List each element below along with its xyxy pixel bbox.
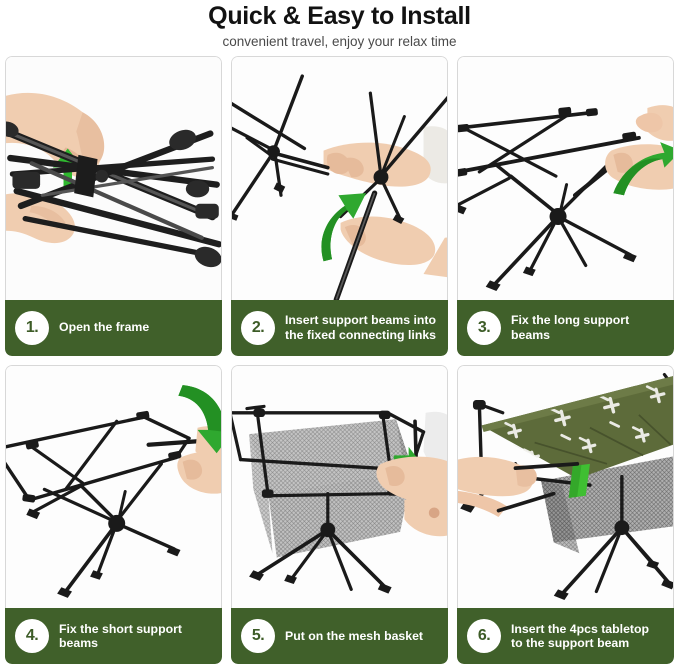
green-arrow-2 [321, 193, 367, 262]
step-caption-1: 1. Open the frame [5, 299, 222, 356]
step-badge-2: 2. [241, 310, 275, 345]
step-photo-4 [5, 364, 222, 608]
step-caption-text-4: Fix the short support beams [59, 621, 182, 651]
step-card-3: 3. Fix the long support beams [457, 56, 674, 356]
page-title: Quick & Easy to Install [208, 2, 471, 30]
step-caption-text-5: Put on the mesh basket [285, 628, 424, 643]
step-badge-6: 6. [467, 619, 501, 653]
green-clip [568, 463, 590, 498]
step-card-5: 5. Put on the mesh basket [231, 364, 448, 664]
green-arrow-4 [178, 384, 221, 453]
step-caption-text-3: Fix the long support beams [511, 313, 630, 342]
step-photo-3 [457, 56, 674, 300]
step-photo-5 [231, 364, 448, 608]
green-arrow-3 [613, 142, 673, 196]
step-badge-4: 4. [15, 619, 49, 653]
step-caption-3: 3. Fix the long support beams [457, 299, 674, 356]
page-subtitle: convenient travel, enjoy your relax time [222, 34, 457, 49]
step-card-6: 6. Insert the 4pcs tabletop to the suppo… [457, 364, 674, 664]
step-caption-6: 6. Insert the 4pcs tabletop to the suppo… [457, 608, 674, 664]
step-caption-text-1: Open the frame [59, 320, 150, 335]
step-photo-1 [5, 56, 222, 300]
step-caption-text-2: Insert support beams into the fixed conn… [285, 313, 437, 342]
step-photo-2 [231, 56, 448, 300]
step-card-1: 1. Open the frame [5, 56, 222, 356]
folded-frame [6, 121, 221, 268]
steps-grid: 1. Open the frame [0, 56, 679, 664]
step-caption-text-6: Insert the 4pcs tabletop to the support … [511, 621, 650, 651]
step-badge-5: 5. [241, 619, 275, 653]
step-card-4: 4. Fix the short support beams [5, 364, 222, 664]
support-beam-vertical [333, 190, 378, 300]
step-caption-5: 5. Put on the mesh basket [231, 608, 448, 664]
step-card-2: 2. Insert support beams into the fixed c… [231, 56, 448, 356]
hand-5 [376, 456, 447, 536]
hand-upper-3 [635, 105, 673, 141]
step-caption-4: 4. Fix the short support beams [5, 608, 222, 664]
tabletop-panels [481, 375, 673, 479]
step-badge-3: 3. [467, 310, 501, 345]
step-badge-1: 1. [15, 310, 49, 345]
step-caption-2: 2. Insert support beams into the fixed c… [231, 299, 448, 356]
hand-6 [458, 456, 537, 517]
hand-grip-upper [323, 142, 431, 187]
step-photo-6 [457, 364, 674, 608]
header: Quick & Easy to Install convenient trave… [0, 0, 679, 50]
